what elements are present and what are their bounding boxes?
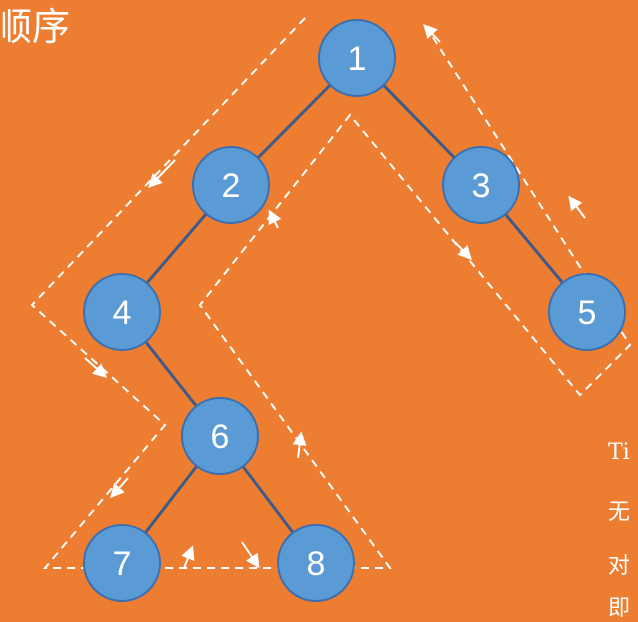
arrow-down-right-2 (241, 541, 260, 569)
node-2-circle (192, 146, 270, 224)
arrow-down-right-1 (84, 357, 108, 378)
node-7: 7 (83, 524, 161, 602)
node-4: 4 (83, 273, 161, 351)
node-1-label: 1 (348, 40, 367, 78)
arrow-up-2 (292, 431, 307, 459)
arrow-up-1 (181, 545, 195, 569)
node-8-circle (277, 524, 355, 602)
node-2-label: 2 (222, 167, 241, 205)
node-4-label: 4 (113, 294, 132, 332)
side-text-line-1: Ti (608, 440, 630, 465)
traversal-arrows (84, 23, 586, 569)
node-3-label: 3 (472, 167, 491, 205)
node-6-label: 6 (211, 418, 230, 456)
node-1: 1 (318, 19, 396, 97)
node-7-label: 7 (113, 545, 132, 583)
node-5: 5 (548, 273, 626, 351)
arrow-down-right-3 (454, 241, 472, 261)
side-text-line-4: 即 (608, 596, 631, 621)
arrow-up-left-1 (568, 195, 586, 219)
node-8-label: 8 (307, 545, 326, 583)
node-5-circle (548, 273, 626, 351)
node-7-circle (83, 524, 161, 602)
side-text-line-3: 对 (608, 554, 631, 579)
node-8: 8 (277, 524, 355, 602)
slide-title: 顺序 (0, 5, 71, 49)
arrow-down-left-2 (110, 477, 129, 499)
node-6: 6 (181, 397, 259, 475)
node-4-circle (83, 273, 161, 351)
node-1-circle (318, 19, 396, 97)
node-3-circle (442, 146, 520, 224)
node-3: 3 (442, 146, 520, 224)
node-5-label: 5 (578, 294, 597, 332)
node-6-circle (181, 397, 259, 475)
tree-nodes: 1 2 3 4 5 6 7 8 (83, 19, 626, 602)
side-text-line-2: 无 (608, 500, 631, 525)
node-2: 2 (192, 146, 270, 224)
arrow-up-3 (268, 209, 282, 229)
arrow-down-left-1 (148, 159, 176, 189)
arrow-up-left-2 (423, 23, 441, 43)
tree-diagram: 1 2 3 4 5 6 7 8 (30, 17, 632, 602)
tree-edges (120, 56, 589, 564)
